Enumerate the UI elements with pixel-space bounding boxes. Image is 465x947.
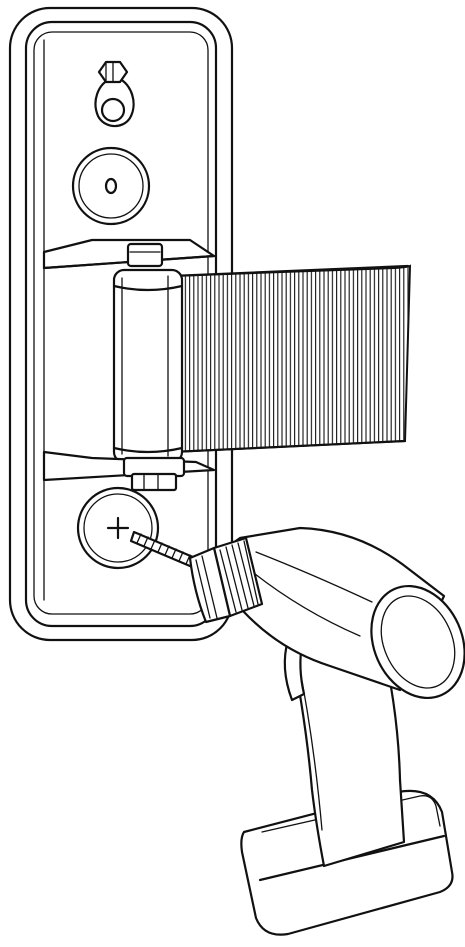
upper-hinge-bracket (42, 238, 216, 270)
cordless-drill-icon (129, 526, 465, 936)
screw-hole-icon (71, 146, 151, 226)
ribbed-strap (170, 264, 412, 454)
hinge-cylinder (112, 268, 184, 464)
lower-hinge-bracket (42, 450, 216, 492)
phillips-screw-icon (76, 486, 160, 570)
hex-screw-icon (94, 60, 135, 128)
